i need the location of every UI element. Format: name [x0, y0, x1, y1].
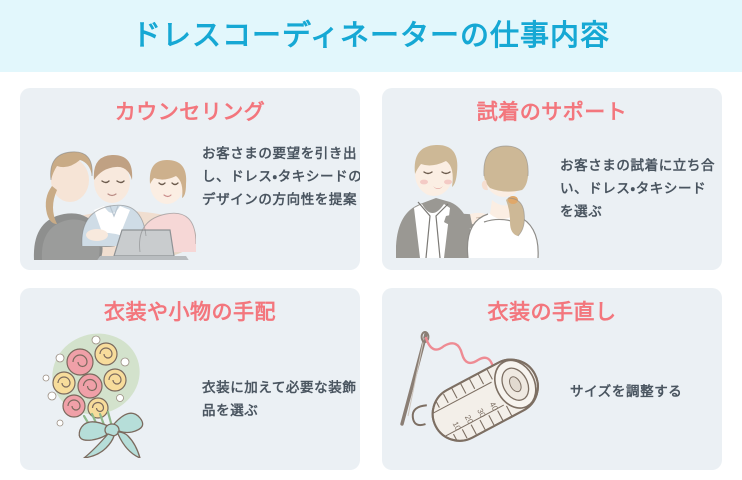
coordinator-and-bride-fitting-illustration: [396, 130, 546, 258]
job-duty-card-grid: カウンセリング: [20, 88, 722, 470]
card-fitting-support-description: お客さまの試着に立ち合い、ドレス・タキシードを選ぶ: [560, 158, 716, 220]
page-title: ドレスコーディネーターの仕事内容: [132, 19, 610, 52]
three-people-meeting-illustration: [28, 134, 196, 260]
needle-thread-and-measuring-tape-illustration: 10 20 30 40: [388, 318, 556, 460]
card-fitting-support-title: 試着のサポート: [476, 101, 628, 124]
card-alterations-title: 衣装の手直し: [487, 301, 617, 324]
card-counseling-description: お客さまの要望を引き出し、ドレス・タキシードのデザインの方向性を提案: [202, 146, 360, 208]
card-alterations-description: サイズを調整する: [570, 384, 683, 399]
card-costume-accessories-description: 衣装に加えて必要な装飾品を選ぶ: [202, 380, 357, 419]
card-fitting-support: 試着のサポート: [382, 88, 722, 270]
card-costume-accessories-title: 衣装や小物の手配: [104, 301, 276, 324]
card-counseling: カウンセリング: [20, 88, 360, 270]
bridal-bouquet-illustration: [30, 328, 180, 458]
card-alterations: 衣装の手直し: [382, 288, 722, 470]
card-counseling-title: カウンセリング: [114, 101, 266, 124]
card-costume-accessories: 衣装や小物の手配: [20, 288, 360, 470]
header-band: ドレスコーディネーターの仕事内容: [0, 0, 742, 72]
